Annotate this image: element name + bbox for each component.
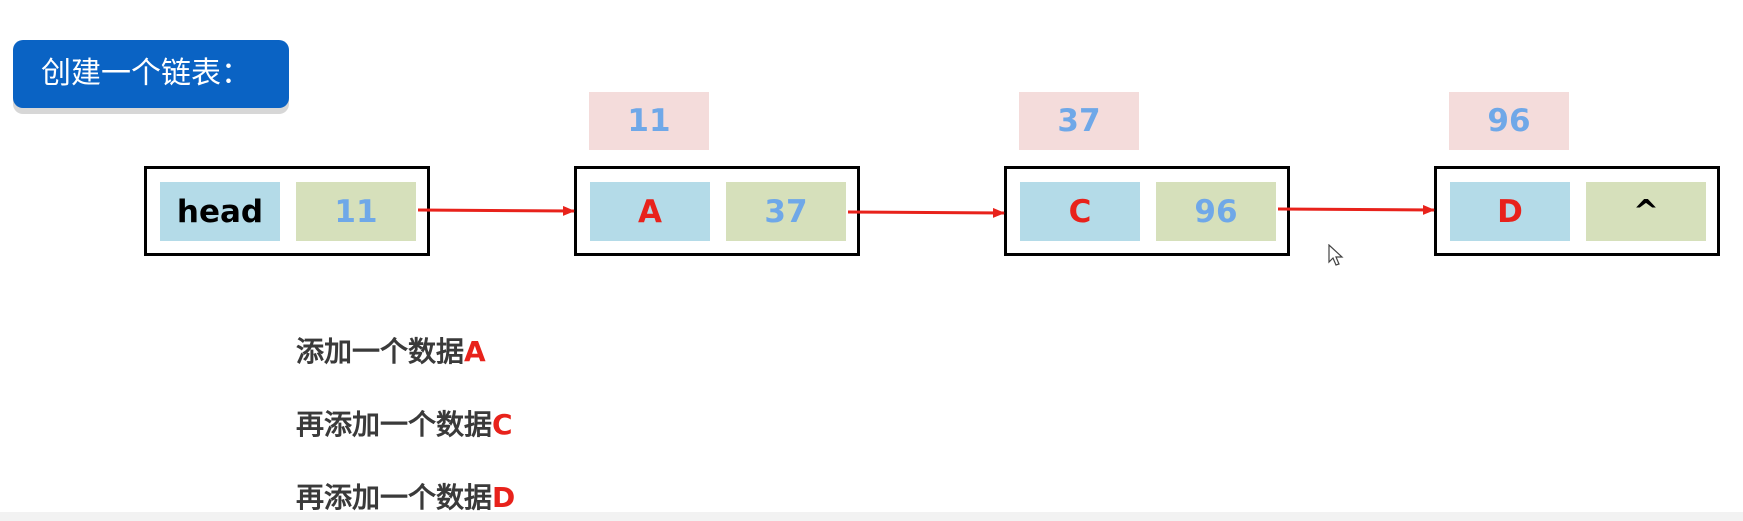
node-c-data: C <box>1020 182 1140 241</box>
slide-title: 创建一个链表： <box>13 40 289 108</box>
step-highlight: A <box>464 335 486 368</box>
node-d-data: D <box>1450 182 1570 241</box>
step-text: 再添加一个数据 <box>296 408 493 441</box>
node-a: A 37 <box>574 166 860 256</box>
head-label: head <box>160 182 280 241</box>
mouse-cursor-icon <box>1328 244 1344 266</box>
step-add-c: 再添加一个数据C <box>296 403 513 443</box>
node-c-next: 96 <box>1156 182 1276 241</box>
node-d: D ^ <box>1434 166 1720 256</box>
node-d-address: 96 <box>1449 92 1569 150</box>
head-node: head 11 <box>144 166 430 256</box>
node-a-next: 37 <box>726 182 846 241</box>
node-a-data: A <box>590 182 710 241</box>
step-add-d: 再添加一个数据D <box>296 476 515 516</box>
node-c: C 96 <box>1004 166 1290 256</box>
step-highlight: C <box>492 408 513 441</box>
step-text: 再添加一个数据 <box>296 481 493 514</box>
step-highlight: D <box>492 481 516 514</box>
arrow-a-to-c <box>847 207 1005 218</box>
arrow-head-to-a <box>417 205 575 216</box>
step-add-a: 添加一个数据A <box>296 330 486 370</box>
node-c-address: 37 <box>1019 92 1139 150</box>
step-text: 添加一个数据 <box>296 335 465 368</box>
arrow-c-to-d <box>1277 204 1435 215</box>
head-next-pointer: 11 <box>296 182 416 241</box>
bottom-bar <box>0 512 1743 521</box>
node-a-address: 11 <box>589 92 709 150</box>
node-d-null-pointer: ^ <box>1586 182 1706 241</box>
